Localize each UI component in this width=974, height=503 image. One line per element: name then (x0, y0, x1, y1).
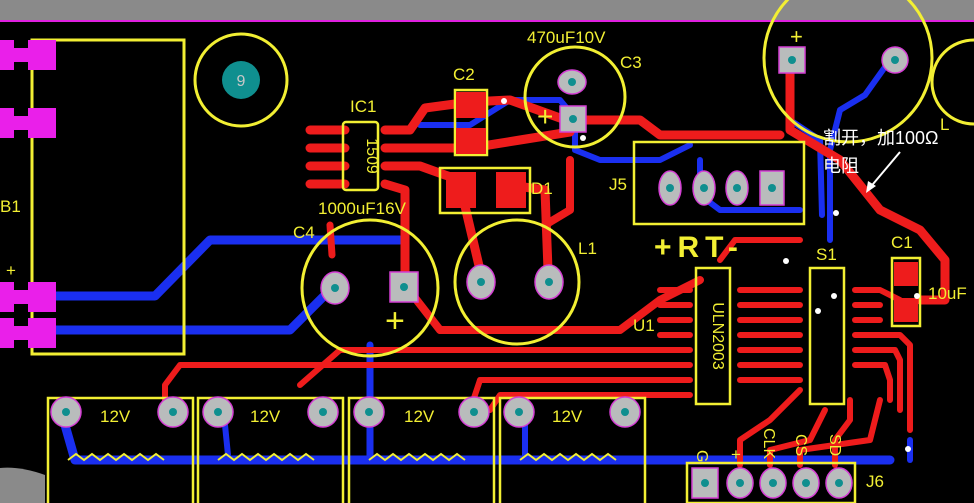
j6-pin-sd-label: SD (826, 434, 843, 456)
c3-plus-label: + (537, 101, 553, 132)
ic1-part-label: 1509 (363, 138, 380, 174)
c2-pad-top (456, 92, 486, 118)
c4-value-label: 1000uF16V (318, 199, 407, 218)
output-block-2 (196, 396, 345, 503)
j6-label: J6 (866, 472, 884, 491)
c2-outline (453, 88, 489, 157)
j6-pin-cs-label: CS (792, 434, 809, 456)
j5-pads (658, 170, 785, 206)
annotation-line-2: 电阻 (823, 156, 859, 176)
b1-label: B1 (0, 197, 21, 216)
big-cap-outline (762, 0, 934, 144)
j6-outline (685, 461, 857, 503)
output-block-3 (347, 396, 496, 503)
annotation-line-1: 割开，加100Ω (823, 128, 939, 148)
c4-plus-label: + (385, 302, 405, 340)
u1-label: U1 (633, 316, 655, 335)
b1-plus-label: + (6, 261, 16, 280)
output-pads (50, 396, 641, 428)
s1-label: S1 (816, 245, 837, 264)
mounting-hole-outline (193, 32, 289, 128)
b1-pads (0, 40, 56, 348)
j5-label: J5 (609, 175, 627, 194)
top-layer-traces (162, 55, 950, 468)
j6-pin-plus-label: + (731, 445, 741, 464)
mounting-hole-number: 9 (237, 73, 246, 90)
c2-label: C2 (453, 65, 475, 84)
mounting-hole-pad (222, 61, 260, 99)
vias (501, 98, 920, 452)
d1-outline (438, 166, 532, 215)
d1-pad-right (496, 172, 526, 208)
c1-pad-bottom (894, 298, 918, 322)
j5-outline (632, 140, 806, 226)
c4-outline (300, 218, 440, 358)
ic1-label: IC1 (350, 97, 376, 116)
output-3-voltage: 12V (404, 407, 435, 426)
c1-pad-top (894, 262, 918, 286)
j6-pin-clk-label: CLK (760, 428, 777, 459)
j5-pin-labels: +RT- (654, 231, 744, 264)
s1-outline (808, 266, 846, 406)
annotation-arrow (867, 151, 901, 191)
j6-pin-g-label: G (693, 450, 710, 462)
output-block-4 (498, 396, 647, 503)
c1-value-label: 10uF (928, 284, 967, 303)
j6-pads (691, 467, 853, 499)
c3-value-label: 470uF10V (527, 28, 606, 47)
c3-outline (523, 45, 627, 149)
d1-label: D1 (531, 179, 553, 198)
c4-label: C4 (293, 223, 315, 242)
u1-part-label: ULN2003 (709, 302, 726, 370)
c1-outline (890, 256, 922, 328)
l1-outline (453, 218, 581, 346)
big-cap-plus-label: + (790, 24, 803, 49)
c3-label: C3 (620, 53, 642, 72)
c1-label: C1 (891, 233, 913, 252)
u1-outline (694, 266, 732, 406)
board-corner (0, 467, 45, 503)
l1-label: L1 (578, 239, 597, 258)
output-1-voltage: 12V (100, 407, 131, 426)
d1-pad-left (446, 172, 476, 208)
output-block-1 (46, 396, 195, 503)
l-top-label: L (940, 115, 949, 134)
ic1-outline (341, 120, 380, 192)
output-4-voltage: 12V (552, 407, 583, 426)
board-top-strip (0, 0, 974, 20)
output-2-voltage: 12V (250, 407, 281, 426)
b1-outline (30, 38, 186, 356)
l-outline (930, 38, 974, 126)
c2-pad-bottom (456, 128, 486, 154)
annotation-arrowhead (866, 181, 876, 193)
